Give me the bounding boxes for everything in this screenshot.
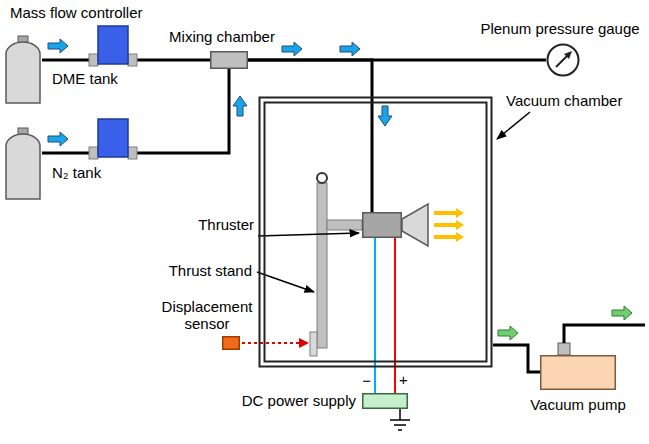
ground-symbol — [390, 409, 410, 430]
thruster-body: Thruster — [362, 212, 402, 238]
wire — [394, 238, 396, 393]
node-label: DME tank — [52, 70, 118, 87]
gauge-needle-tip — [564, 51, 572, 59]
mixing-chamber: Mixing chamber — [210, 51, 248, 69]
gauge-face — [548, 45, 579, 76]
polarity-sign: − — [362, 372, 371, 389]
shape-body — [223, 337, 240, 350]
part-label: Thrust stand — [169, 262, 252, 279]
mass-flow-controller — [89, 26, 137, 66]
laser-beam — [242, 342, 308, 344]
node-label: DC power supply — [242, 392, 356, 409]
shape-outline — [222, 336, 240, 350]
node-label: Thruster — [198, 216, 254, 233]
shape-outline — [4, 36, 42, 104]
shape-body — [363, 394, 408, 409]
node-label: Plenum pressure gauge — [480, 20, 639, 37]
node-label: N₂ tank — [52, 164, 101, 181]
node-label: Vacuum pump — [530, 396, 626, 413]
power-supply: DC power supply — [362, 393, 408, 409]
gas-tank: DME tank — [4, 36, 42, 104]
shape-body — [541, 356, 616, 390]
plume-arrow — [434, 208, 464, 242]
gas-pipe — [248, 60, 372, 212]
nozzle — [402, 204, 428, 246]
node-label: Displacement sensor — [157, 298, 257, 332]
tank-body — [6, 42, 40, 103]
gas-tank: N₂ tank — [4, 128, 42, 200]
gas-pipe — [42, 69, 229, 153]
tank-body — [6, 134, 40, 199]
shape-body — [363, 213, 402, 238]
gauge-needle — [556, 55, 568, 67]
leader-line — [258, 233, 359, 236]
node-label: Vacuum chamber — [506, 92, 622, 109]
pump-outlet — [558, 343, 570, 355]
leader-line — [257, 272, 314, 292]
leader-line — [497, 112, 530, 139]
shape-outline — [362, 212, 402, 238]
displacement-sensor: Displacement sensor — [222, 336, 240, 350]
vacuum-chamber: Vacuum chamberThruster — [258, 96, 493, 368]
gas-pipe — [493, 345, 540, 372]
shape-outline — [210, 51, 248, 69]
chamber-wall — [265, 103, 487, 362]
mass-flow-controller — [89, 119, 137, 159]
thrust-stand — [310, 173, 362, 356]
chamber-wall — [260, 98, 492, 367]
shape-outline — [546, 43, 580, 77]
part-label: Mass flow controller — [10, 4, 143, 21]
shape-outline — [540, 355, 616, 390]
polarity-sign: + — [399, 371, 408, 388]
wire — [374, 238, 376, 393]
shape-outline — [362, 393, 408, 409]
vacuum-pump: Vacuum pump — [540, 355, 616, 390]
exhaust-pipe — [564, 325, 645, 343]
pressure-gauge: Plenum pressure gauge — [546, 43, 580, 77]
node-label: Mixing chamber — [169, 28, 275, 45]
shape-body — [211, 52, 248, 69]
flow-arrow — [48, 39, 392, 146]
shape-outline — [4, 128, 42, 200]
